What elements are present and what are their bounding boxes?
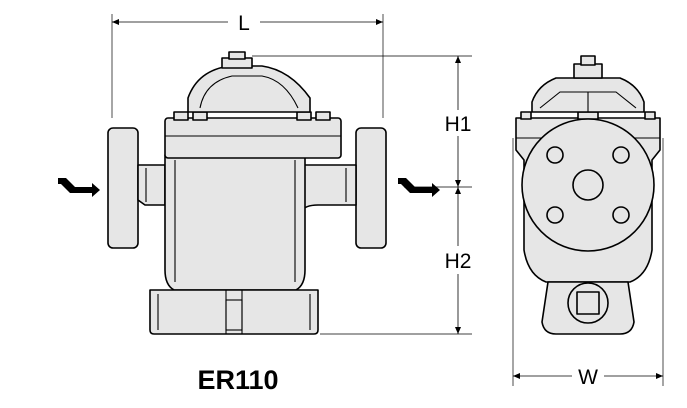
drain-plug	[567, 282, 609, 324]
bolt	[296, 111, 312, 121]
drain-boss	[541, 281, 635, 335]
width-label: W	[578, 366, 598, 389]
bolt	[315, 111, 331, 121]
inlet-flow-arrow-icon	[58, 178, 100, 197]
drain-plug-square	[576, 291, 600, 315]
right-flange	[355, 127, 387, 249]
height-upper-label: H1	[445, 113, 472, 136]
side-top-plug	[573, 63, 603, 79]
bonnet-flange	[164, 117, 342, 159]
dome-cap	[187, 65, 311, 113]
left-pipe-neck	[137, 164, 166, 206]
flange-hole	[612, 206, 630, 224]
front-view	[107, 51, 387, 335]
top-plug-nut	[228, 51, 246, 60]
trap-base	[149, 289, 319, 335]
flange-hole	[612, 146, 630, 164]
flange-hole	[546, 206, 564, 224]
length-label: L	[238, 12, 250, 35]
left-flange	[107, 127, 139, 249]
outlet-flow-arrow-icon	[398, 178, 440, 197]
dimension-lines	[111, 14, 664, 386]
center-port	[572, 169, 604, 201]
right-pipe-neck	[299, 164, 357, 213]
height-lower-label: H2	[445, 250, 472, 273]
bolt	[192, 111, 208, 121]
trap-body	[164, 154, 306, 291]
model-title: ER110	[197, 365, 278, 395]
flange-hole	[546, 146, 564, 164]
side-view	[515, 55, 661, 335]
face-flange	[521, 118, 655, 252]
bolt	[173, 111, 189, 121]
